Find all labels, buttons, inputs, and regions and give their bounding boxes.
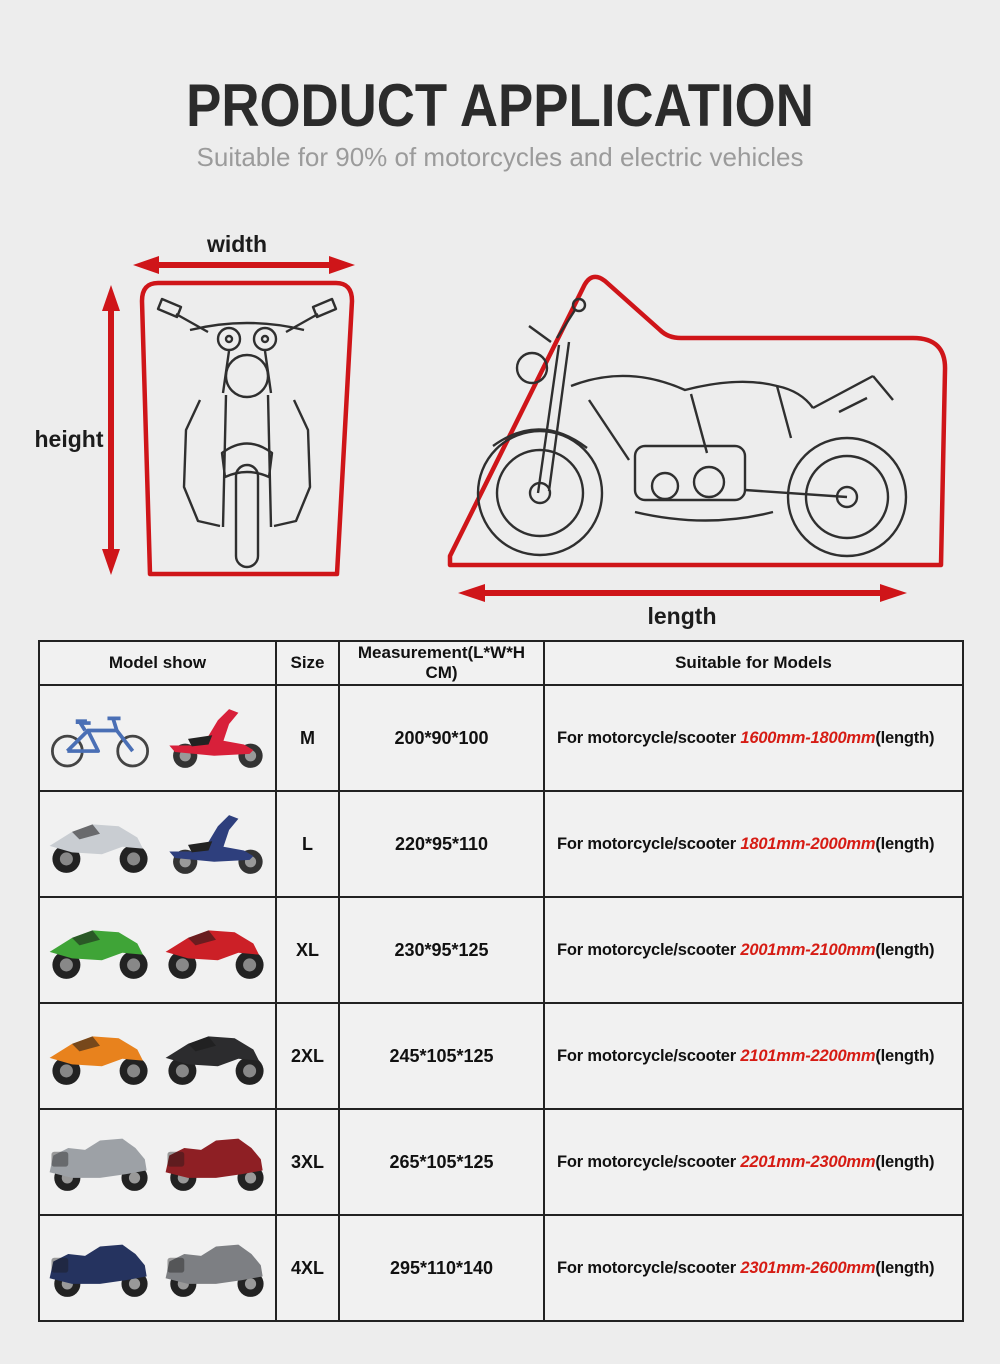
- table-row: XL 230*95*125 For motorcycle/scooter 200…: [38, 896, 964, 1004]
- sport-icon: [49, 1036, 148, 1085]
- width-arrow-icon: [133, 256, 355, 274]
- model-show-images: [38, 896, 277, 1004]
- sport-icon: [49, 930, 148, 979]
- suitable-models-text: For motorcycle/scooter 2301mm-2600mm(len…: [543, 1214, 964, 1322]
- size-value: XL: [275, 896, 340, 1004]
- model-show-images: [38, 1214, 277, 1322]
- suitable-models-text: For motorcycle/scooter 1600mm-1800mm(len…: [543, 684, 964, 792]
- size-value: L: [275, 790, 340, 898]
- table-row: L 220*95*110 For motorcycle/scooter 1801…: [38, 790, 964, 898]
- front-view-cover-diagram: width height: [35, 231, 355, 577]
- measurement-value: 200*90*100: [338, 684, 545, 792]
- sport-icon: [165, 1036, 264, 1085]
- measurement-value: 295*110*140: [338, 1214, 545, 1322]
- model-show-images: [38, 790, 277, 898]
- cover-outline-front: [139, 280, 355, 577]
- model-show-images: [38, 1108, 277, 1216]
- size-value: 3XL: [275, 1108, 340, 1216]
- table-row: 3XL 265*105*125 For motorcycle/scooter 2…: [38, 1108, 964, 1216]
- header-measurement: Measurement(L*W*H CM): [338, 640, 545, 686]
- size-value: 2XL: [275, 1002, 340, 1110]
- header-size: Size: [275, 640, 340, 686]
- height-label: height: [35, 426, 104, 452]
- suitable-models-text: For motorcycle/scooter 2101mm-2200mm(len…: [543, 1002, 964, 1110]
- side-view-cover-diagram: length: [447, 274, 948, 629]
- length-range: 2001mm-2100mm: [740, 940, 876, 959]
- header-model-show: Model show: [38, 640, 277, 686]
- motorcycle-side-sketch: [476, 297, 908, 558]
- table-header-row: Model show Size Measurement(L*W*H CM) Su…: [38, 640, 964, 686]
- length-range: 1600mm-1800mm: [740, 728, 876, 747]
- touring-icon: [49, 1138, 148, 1191]
- touring-icon: [165, 1244, 264, 1297]
- header-suitable: Suitable for Models: [543, 640, 964, 686]
- size-value: 4XL: [275, 1214, 340, 1322]
- page-subtitle: Suitable for 90% of motorcycles and elec…: [196, 142, 804, 172]
- sport-icon: [49, 824, 148, 873]
- model-show-images: [38, 1002, 277, 1110]
- size-value: M: [275, 684, 340, 792]
- height-arrow-icon: [102, 285, 120, 575]
- scooter-icon: [168, 815, 263, 874]
- table-row: 4XL 295*110*140 For motorcycle/scooter 2…: [38, 1214, 964, 1322]
- cover-outline-side: [447, 274, 948, 568]
- length-range: 1801mm-2000mm: [740, 834, 876, 853]
- suitable-models-text: For motorcycle/scooter 1801mm-2000mm(len…: [543, 790, 964, 898]
- touring-icon: [165, 1138, 264, 1191]
- length-arrow-icon: [458, 584, 907, 602]
- measurement-value: 265*105*125: [338, 1108, 545, 1216]
- page-title: PRODUCT APPLICATION: [186, 72, 814, 139]
- length-range: 2301mm-2600mm: [740, 1258, 876, 1277]
- measurement-value: 220*95*110: [338, 790, 545, 898]
- bicycle-icon: [50, 716, 149, 768]
- model-show-images: [38, 684, 277, 792]
- suitable-models-text: For motorcycle/scooter 2001mm-2100mm(len…: [543, 896, 964, 1004]
- width-label: width: [206, 231, 267, 257]
- motorcycle-front-sketch: [156, 297, 338, 569]
- length-range: 2101mm-2200mm: [740, 1046, 876, 1065]
- measurement-value: 230*95*125: [338, 896, 545, 1004]
- table-row: M 200*90*100 For motorcycle/scooter 1600…: [38, 684, 964, 792]
- measurement-value: 245*105*125: [338, 1002, 545, 1110]
- table-row: 2XL 245*105*125 For motorcycle/scooter 2…: [38, 1002, 964, 1110]
- length-label: length: [648, 603, 717, 629]
- length-range: 2201mm-2300mm: [740, 1152, 876, 1171]
- sport-icon: [165, 930, 264, 979]
- scooter-icon: [168, 709, 263, 768]
- suitable-models-text: For motorcycle/scooter 2201mm-2300mm(len…: [543, 1108, 964, 1216]
- touring-icon: [49, 1244, 148, 1297]
- size-table: Model show Size Measurement(L*W*H CM) Su…: [38, 640, 964, 1322]
